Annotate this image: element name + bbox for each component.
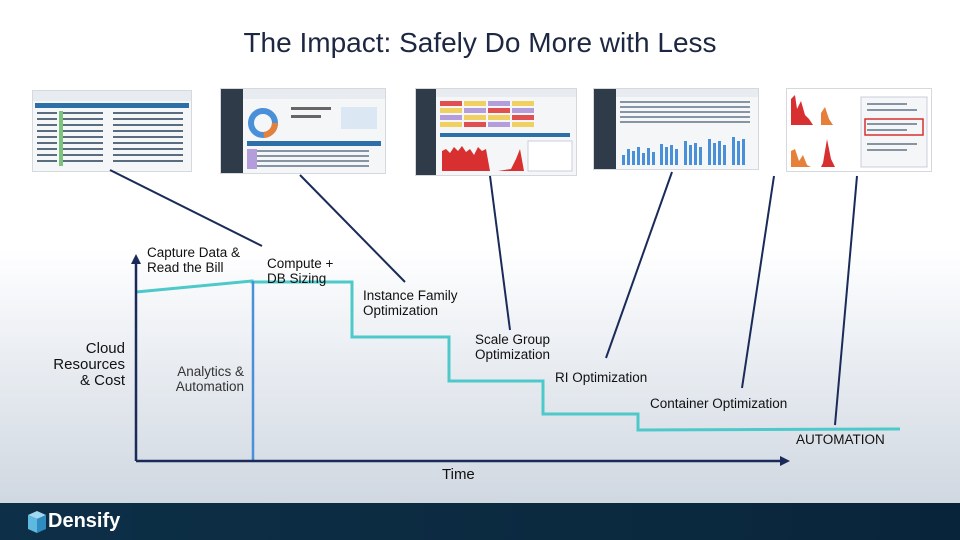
label-ri-optimization: RI Optimization: [555, 370, 648, 385]
densify-logo-icon: [28, 511, 46, 533]
label-compute-db: Compute + DB Sizing: [267, 256, 334, 286]
connector-ri: [741, 175, 775, 389]
connector-instance: [489, 175, 511, 331]
footer-bar: Densify: [0, 503, 960, 540]
label-time: Time: [442, 466, 475, 483]
label-scale-group: Scale Group Optimization: [474, 332, 550, 362]
utilization-charts-thumbnail: [786, 88, 932, 172]
y-axis-arrow: [131, 254, 141, 264]
connector-container: [834, 175, 858, 426]
connector-compute: [299, 174, 406, 283]
connector-capture: [109, 169, 263, 247]
bar-chart-thumbnail: [593, 88, 759, 170]
connector-scale-group: [605, 171, 673, 359]
densify-logo-text: Densify: [48, 510, 121, 532]
spreadsheet-thumbnail: [32, 90, 192, 172]
label-instance-family: Instance Family Optimization: [363, 288, 458, 318]
label-capture-data: Capture Data & Read the Bill: [147, 245, 241, 275]
label-automation: AUTOMATION: [796, 432, 885, 447]
x-axis-arrow: [780, 456, 790, 466]
label-analytics: Analytics & Automation: [175, 364, 244, 394]
label-cloud-resources: Cloud Resources & Cost: [53, 340, 125, 389]
label-container-optimization: Container Optimization: [650, 396, 788, 411]
page-title: The Impact: Safely Do More with Less: [243, 27, 717, 58]
heatmap-thumbnail: [415, 88, 577, 176]
dashboard-donut-thumbnail: [220, 88, 386, 174]
